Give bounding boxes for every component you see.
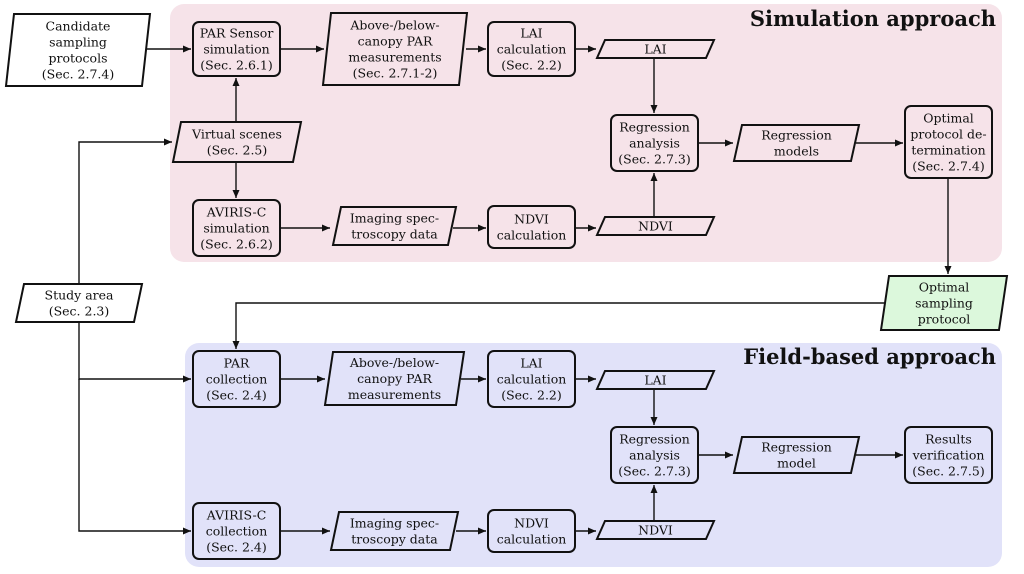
node-label-line: analysis (629, 136, 680, 151)
virtual-scenes-node: Virtual scenes(Sec. 2.5) (171, 121, 303, 163)
node-label-line: AVIRIS-C (206, 508, 267, 523)
node-label-line: simulation (203, 221, 269, 236)
flow-arrow (232, 302, 885, 349)
node-label-line: measurements (348, 50, 441, 65)
node-label-line: Virtual scenes (191, 127, 282, 142)
node-label-line: collection (206, 524, 268, 539)
node-label-line: PAR (224, 356, 250, 371)
node-label-line: models (774, 144, 819, 159)
node-label-line: calculation (497, 532, 567, 547)
node-label-line: Regression (619, 432, 690, 447)
node-label-line: model (777, 456, 816, 471)
field-ndvi-node: NDVI (595, 520, 716, 540)
node-label-line: protocol de- (910, 127, 986, 142)
flow-arrow (78, 138, 172, 284)
node-label-line: troscopy data (351, 532, 438, 547)
node-label-line: Results (925, 432, 972, 447)
node-label-line: PAR Sensor (200, 26, 274, 41)
node-label-line: troscopy data (351, 227, 438, 242)
node-label-line: LAI (644, 373, 666, 388)
node-label-line: (Sec. 2.7.3) (618, 464, 690, 479)
node-label-line: Candidate (46, 19, 111, 34)
node-label-line: Optimal (919, 280, 970, 295)
node-label-line: sampling (49, 35, 107, 50)
field-section-title: Field-based approach (743, 344, 996, 369)
node-label-line: (Sec. 2.4) (206, 388, 267, 403)
node-label-line: analysis (629, 448, 680, 463)
node-label-line: Imaging spec- (350, 516, 439, 531)
sim-par-meas-node: Above-/below-canopy PARmeasurements(Sec.… (321, 12, 469, 86)
node-label-line: Imaging spec- (350, 211, 439, 226)
sim-lai-node: LAI (595, 39, 716, 59)
node-label-line: NDVI (514, 516, 549, 531)
node-label-line: sampling (915, 296, 973, 311)
node-label-line: (Sec. 2.6.1) (200, 58, 272, 73)
field-imaging-node: Imaging spec-troscopy data (329, 511, 460, 551)
node-label-line: LAI (520, 356, 542, 371)
sim-imaging-node: Imaging spec-troscopy data (331, 206, 458, 246)
node-label-line: measurements (348, 387, 441, 402)
node-label-line: NDVI (638, 219, 673, 234)
simulation-section (170, 4, 1002, 262)
field-lai-node: LAI (595, 370, 716, 390)
node-label-line: (Sec. 2.7.4) (42, 67, 114, 82)
node-label-line: Study area (45, 288, 114, 303)
sim-ndvi-node: NDVI (595, 216, 716, 236)
node-label-line: NDVI (514, 212, 549, 227)
node-label-line: (Sec. 2.3) (49, 304, 110, 319)
node-label-line: LAI (520, 26, 542, 41)
node-label-line: Regression (761, 128, 832, 143)
node-label-line: protocol (918, 312, 971, 327)
simulation-section-title: Simulation approach (750, 6, 996, 31)
node-label-line: NDVI (638, 523, 673, 538)
node-label-line: Regression (761, 440, 832, 455)
node-label-line: termination (911, 143, 985, 158)
node-label-line: calculation (497, 228, 567, 243)
node-label-line: (Sec. 2.7.3) (618, 152, 690, 167)
node-label-line: canopy PAR (357, 371, 432, 386)
node-label-line: calculation (497, 372, 567, 387)
node-label-line: Optimal (923, 111, 974, 126)
node-label-line: (Sec. 2.4) (206, 540, 267, 555)
node-label-line: (Sec. 2.5) (207, 143, 268, 158)
node-label-line: (Sec. 2.7.4) (912, 159, 984, 174)
node-label-line: calculation (497, 42, 567, 57)
node-label-line: Regression (619, 120, 690, 135)
flow-arrow (78, 322, 191, 383)
flow-arrow (78, 379, 191, 535)
node-label-line: LAI (644, 42, 666, 57)
node-label-line: (Sec. 2.6.2) (200, 237, 272, 252)
node-label-line: collection (206, 372, 268, 387)
node-label-line: verification (912, 448, 985, 463)
node-label-line: Above-/below- (349, 355, 439, 370)
node-label-line: (Sec. 2.7.5) (912, 464, 984, 479)
node-label-line: AVIRIS-C (206, 205, 267, 220)
node-label-line: Above-/below- (349, 18, 439, 33)
node-label-line: (Sec. 2.7.1-2) (353, 66, 438, 81)
node-label-line: canopy PAR (358, 34, 433, 49)
node-label-line: (Sec. 2.2) (501, 58, 562, 73)
node-label-line: simulation (203, 42, 269, 57)
node-label-line: (Sec. 2.2) (501, 388, 562, 403)
node-label-line: protocols (49, 51, 108, 66)
study-area-node: Study area(Sec. 2.3) (14, 283, 144, 323)
